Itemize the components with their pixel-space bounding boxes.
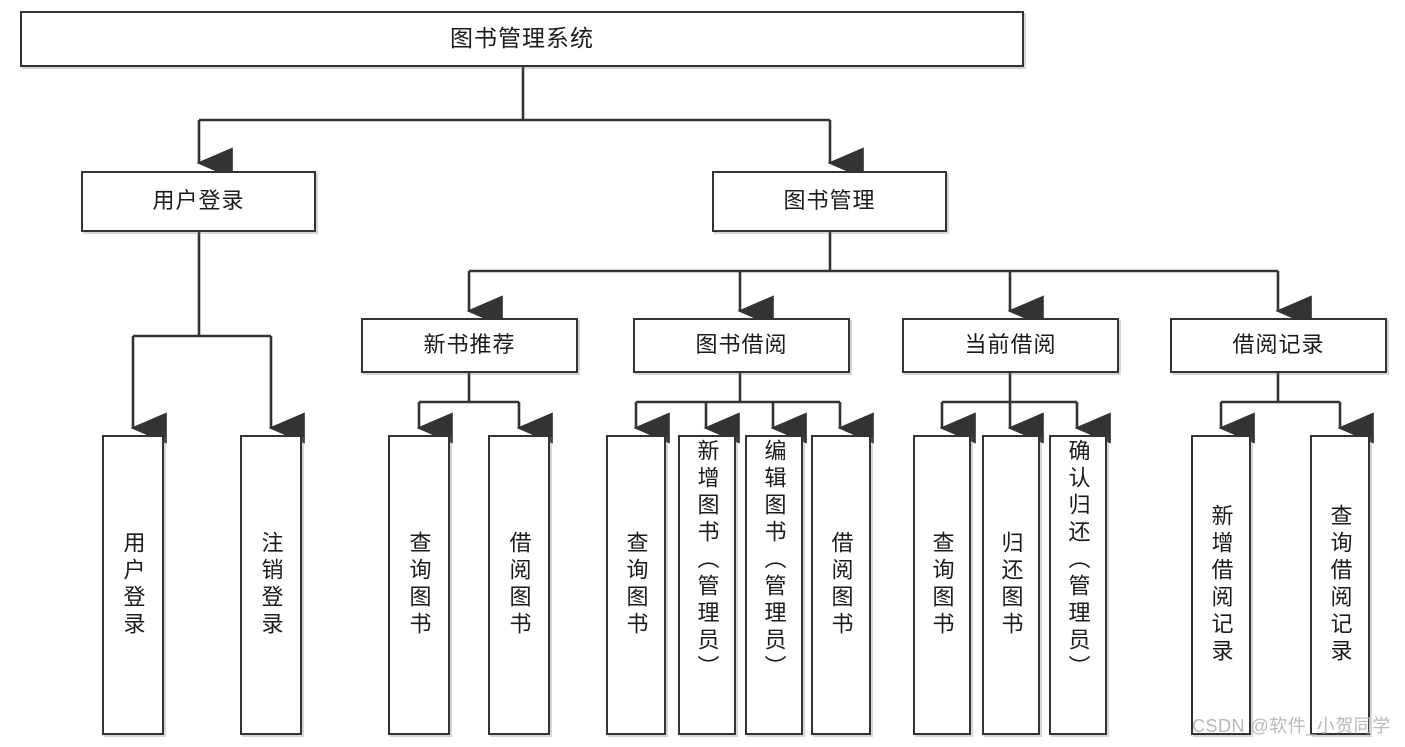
node-new-book-recommend[interactable]: 新书推荐 bbox=[361, 318, 578, 373]
node-label: 新增借阅记录 bbox=[1208, 504, 1234, 666]
leaf-borrow-book-recommend[interactable]: 借阅图书 bbox=[488, 435, 550, 735]
node-label: 图书管理系统 bbox=[450, 25, 594, 52]
node-book-borrow[interactable]: 图书借阅 bbox=[633, 318, 850, 373]
leaf-query-borrow-record[interactable]: 查询借阅记录 bbox=[1310, 435, 1370, 735]
leaf-borrow-book[interactable]: 借阅图书 bbox=[811, 435, 871, 735]
node-label: 图书借阅 bbox=[695, 332, 788, 358]
node-label: 确认归还（管理员） bbox=[1065, 439, 1091, 682]
node-label: 用户登录 bbox=[120, 531, 146, 639]
watermark: CSDN @软件_小贺同学 bbox=[1192, 716, 1391, 736]
node-label: 借阅图书 bbox=[506, 531, 532, 639]
leaf-user-login[interactable]: 用户登录 bbox=[102, 435, 164, 735]
node-label: 注销登录 bbox=[258, 531, 284, 639]
leaf-query-book-current[interactable]: 查询图书 bbox=[913, 435, 971, 735]
node-user-login[interactable]: 用户登录 bbox=[81, 171, 316, 232]
node-label: 用户登录 bbox=[152, 188, 245, 214]
leaf-user-logout[interactable]: 注销登录 bbox=[240, 435, 302, 735]
node-label: 编辑图书（管理员） bbox=[761, 439, 787, 682]
leaf-confirm-return-admin[interactable]: 确认归还（管理员） bbox=[1049, 435, 1107, 735]
node-book-management[interactable]: 图书管理 bbox=[712, 171, 947, 232]
leaf-query-book-borrow[interactable]: 查询图书 bbox=[606, 435, 666, 735]
node-label: 新增图书（管理员） bbox=[694, 439, 720, 682]
node-label: 新书推荐 bbox=[423, 332, 516, 358]
leaf-add-book-admin[interactable]: 新增图书（管理员） bbox=[678, 435, 736, 735]
leaf-query-book-recommend[interactable]: 查询图书 bbox=[388, 435, 450, 735]
node-label: 当前借阅 bbox=[964, 332, 1057, 358]
node-book-management-system[interactable]: 图书管理系统 bbox=[20, 11, 1024, 67]
node-current-borrow[interactable]: 当前借阅 bbox=[902, 318, 1119, 373]
leaf-edit-book-admin[interactable]: 编辑图书（管理员） bbox=[745, 435, 803, 735]
leaf-add-borrow-record[interactable]: 新增借阅记录 bbox=[1191, 435, 1251, 735]
node-label: 查询借阅记录 bbox=[1327, 504, 1353, 666]
node-label: 图书管理 bbox=[783, 188, 876, 214]
node-label: 查询图书 bbox=[406, 531, 432, 639]
leaf-return-book[interactable]: 归还图书 bbox=[982, 435, 1040, 735]
node-label: 借阅图书 bbox=[828, 531, 854, 639]
node-label: 借阅记录 bbox=[1232, 332, 1325, 358]
node-label: 查询图书 bbox=[929, 531, 955, 639]
node-borrow-record[interactable]: 借阅记录 bbox=[1170, 318, 1387, 373]
node-label: 查询图书 bbox=[623, 531, 649, 639]
node-label: 归还图书 bbox=[998, 531, 1024, 639]
